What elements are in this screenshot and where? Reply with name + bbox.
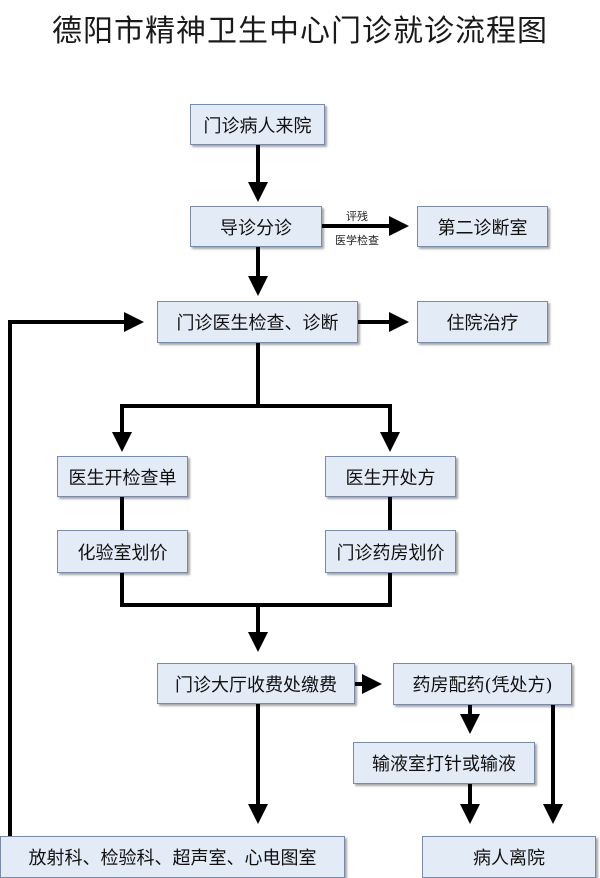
node-arrive: 门诊病人来院 — [190, 104, 325, 145]
node-discharge: 病人离院 — [422, 836, 596, 878]
arrow-branch-to-prescribe — [258, 404, 400, 452]
node-second-room: 第二诊断室 — [417, 206, 548, 247]
node-dispense: 药房配药(凭处方) — [393, 663, 572, 705]
node-doctor-exam: 门诊医生检查、诊断 — [157, 301, 358, 343]
node-triage: 导诊分诊 — [190, 206, 322, 247]
node-infusion: 输液室打针或输液 — [353, 742, 535, 784]
page-title: 德阳市精神卫生中心门诊就诊流程图 — [52, 14, 548, 49]
node-order-tests: 医生开检查单 — [57, 456, 188, 497]
node-departments: 放射科、检验科、超声室、心电图室 — [0, 836, 345, 878]
node-lab-pricing: 化验室划价 — [57, 530, 188, 573]
node-prescribe: 医生开处方 — [325, 456, 456, 497]
edge-label-medical-exam: 医学检查 — [335, 234, 379, 247]
arrow-branch-to-order-tests — [112, 404, 258, 452]
arrow-departments-loop-to-exam — [8, 312, 144, 836]
node-pharmacy-pricing: 门诊药房划价 — [325, 530, 456, 573]
connector-merge — [120, 573, 392, 607]
node-cashier: 门诊大厅收费处缴费 — [157, 663, 355, 704]
edge-label-assess: 评残 — [346, 210, 368, 223]
node-inpatient: 住院治疗 — [417, 301, 548, 343]
